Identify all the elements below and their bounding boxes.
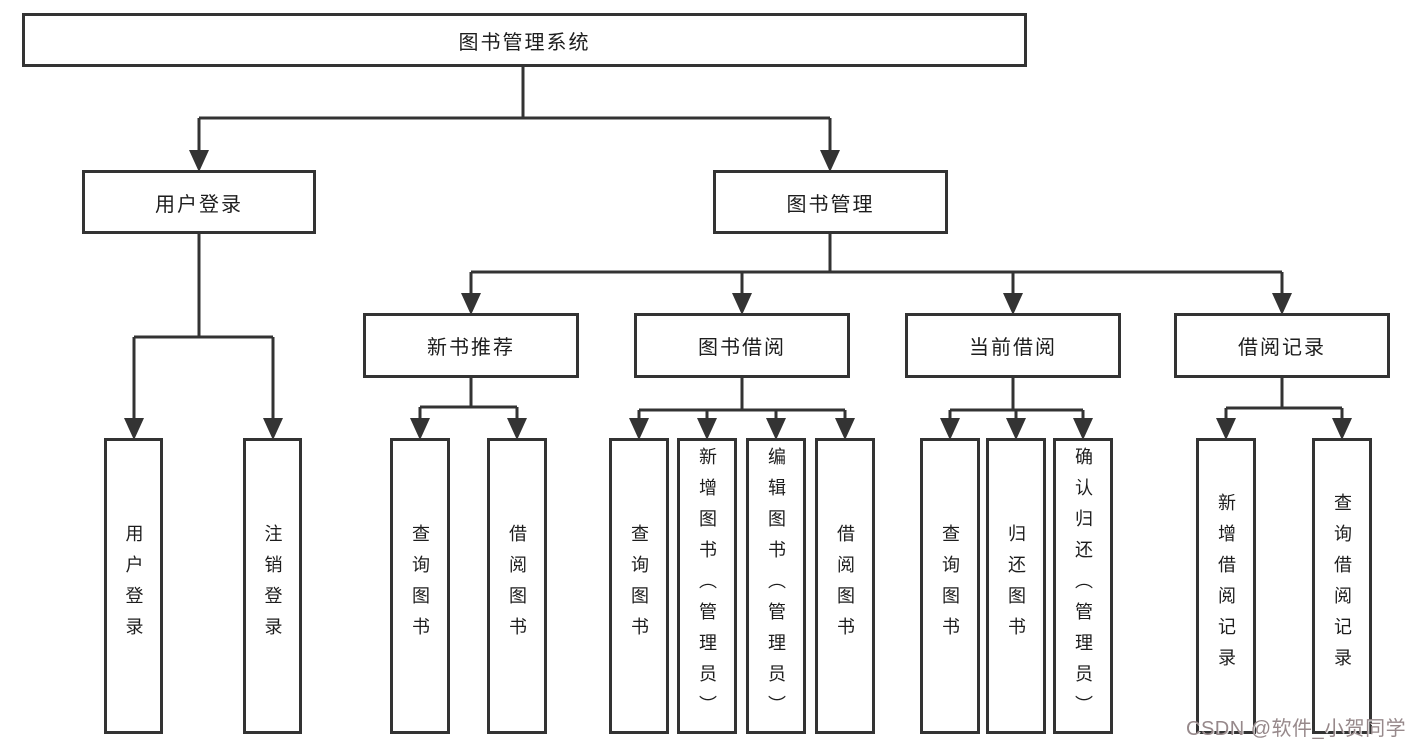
- node-label: 新增借阅记录: [1216, 493, 1236, 679]
- node-label: 图书管理系统: [458, 31, 591, 54]
- arrow-down-icon: [1003, 293, 1023, 315]
- node-root: 图书管理系统: [22, 13, 1027, 67]
- arrow-down-icon: [820, 150, 840, 172]
- node-book-borrowing: 图书借阅: [634, 313, 850, 378]
- arrow-down-icon: [1332, 418, 1352, 440]
- leaf-borrow-books: 借阅图书: [815, 438, 875, 734]
- node-label: 查询图书: [629, 524, 649, 648]
- node-label: 图书借阅: [698, 337, 786, 359]
- node-book-management: 图书管理: [713, 170, 948, 234]
- node-label: 归还图书: [1006, 524, 1026, 648]
- leaf-confirm-return-admin: 确认归还（管理员）: [1053, 438, 1113, 734]
- leaf-query-borrow-record: 查询借阅记录: [1312, 438, 1372, 734]
- node-label: 确认归还（管理员）: [1073, 446, 1093, 726]
- node-new-book-recommend: 新书推荐: [363, 313, 579, 378]
- node-label: 借阅图书: [507, 524, 527, 648]
- node-label: 查询借阅记录: [1332, 493, 1352, 679]
- node-label: 编辑图书（管理员）: [766, 446, 786, 726]
- leaf-add-book-admin: 新增图书（管理员）: [677, 438, 737, 734]
- arrow-down-icon: [766, 418, 786, 440]
- node-label: 借阅图书: [835, 524, 855, 648]
- arrow-down-icon: [629, 418, 649, 440]
- watermark: CSDN @软件_小贺同学: [1186, 718, 1405, 740]
- arrow-down-icon: [189, 150, 209, 172]
- arrow-down-icon: [461, 293, 481, 315]
- node-user-login: 用户登录: [82, 170, 316, 234]
- arrow-down-icon: [507, 418, 527, 440]
- leaf-add-borrow-record: 新增借阅记录: [1196, 438, 1256, 734]
- arrow-down-icon: [124, 418, 144, 440]
- leaf-query-books-recommend: 查询图书: [390, 438, 450, 734]
- arrow-down-icon: [1073, 418, 1093, 440]
- leaf-user-login: 用户登录: [104, 438, 163, 734]
- leaf-return-book: 归还图书: [986, 438, 1046, 734]
- arrow-down-icon: [1216, 418, 1236, 440]
- node-label: 查询图书: [940, 524, 960, 648]
- arrow-down-icon: [1006, 418, 1026, 440]
- node-label: 新书推荐: [427, 337, 515, 359]
- leaf-query-books-borrow: 查询图书: [609, 438, 669, 734]
- node-current-borrowing: 当前借阅: [905, 313, 1121, 378]
- node-label: 用户登录: [123, 524, 144, 648]
- leaf-borrow-books-recommend: 借阅图书: [487, 438, 547, 734]
- arrow-down-icon: [410, 418, 430, 440]
- node-label: 图书管理: [786, 193, 875, 216]
- arrow-down-icon: [732, 293, 752, 315]
- node-label: 借阅记录: [1238, 337, 1326, 359]
- arrow-down-icon: [263, 418, 283, 440]
- node-label: 用户登录: [155, 193, 243, 216]
- arrow-down-icon: [1272, 293, 1292, 315]
- arrow-down-icon: [940, 418, 960, 440]
- node-label: 当前借阅: [969, 337, 1057, 359]
- arrow-down-icon: [697, 418, 717, 440]
- leaf-logout: 注销登录: [243, 438, 302, 734]
- leaf-edit-book-admin: 编辑图书（管理员）: [746, 438, 806, 734]
- node-borrowing-records: 借阅记录: [1174, 313, 1390, 378]
- node-label: 注销登录: [262, 524, 283, 648]
- node-label: 查询图书: [410, 524, 430, 648]
- node-label: 新增图书（管理员）: [697, 446, 717, 726]
- arrow-down-icon: [835, 418, 855, 440]
- leaf-query-books-current: 查询图书: [920, 438, 980, 734]
